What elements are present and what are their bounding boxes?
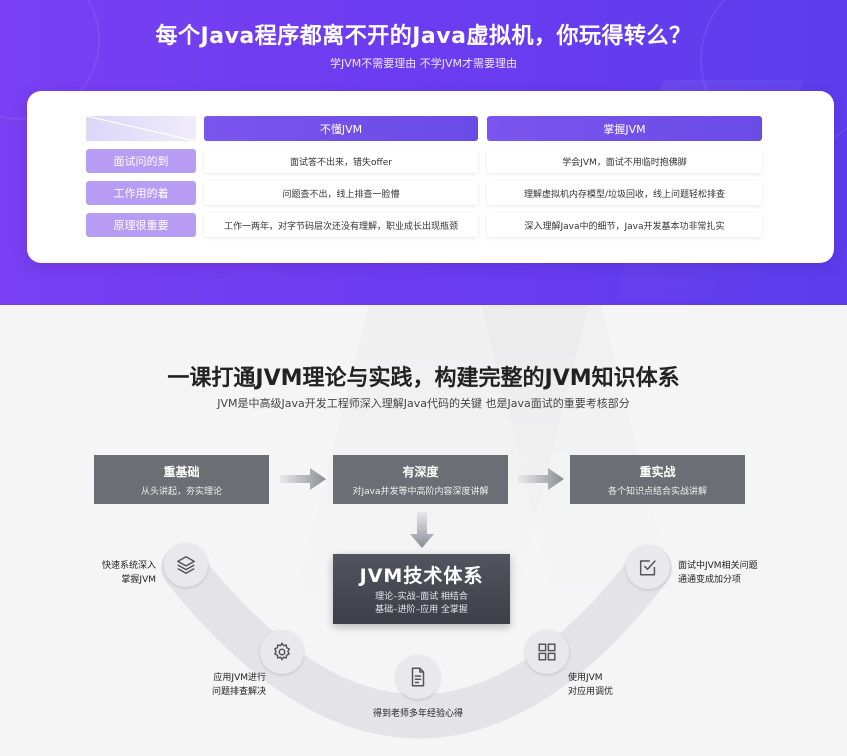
arrow-down-icon	[410, 512, 434, 548]
section-title: 一课打通JVM理论与实践，构建完整的JVM知识体系	[167, 366, 680, 391]
step-title: 重基础	[163, 465, 200, 479]
step-desc: 对Java并发等中高阶内容深度讲解	[352, 487, 489, 497]
core-title: JVM技术体系	[359, 565, 484, 587]
jvm-system-section: 一课打通JVM理论与实践，构建完整的JVM知识体系 JVM是中高级Java开发工…	[0, 305, 847, 756]
benefit-text: 问题排查解决	[211, 687, 266, 697]
benefit-text: 使用JVM	[568, 673, 603, 683]
step-title: 有深度	[402, 465, 439, 479]
hero-title: 每个Java程序都离不开的Java虚拟机，你玩得转么？	[155, 24, 692, 49]
row-label: 原理很重要	[86, 213, 196, 237]
table-cell: 面试答不出来，错失offer	[204, 149, 478, 173]
table-corner-cell	[86, 116, 196, 141]
table-cell: 深入理解Java中的细节，Java开发基本功非常扎实	[487, 213, 762, 237]
arrow-right-icon	[518, 468, 564, 490]
benefit-label: 得到老师多年经验心得	[360, 707, 476, 721]
jvm-core-box: JVM技术体系 理论–实战–面试 相结合 基础–进阶–应用 全掌握	[333, 554, 510, 624]
grid-icon	[525, 630, 569, 674]
core-line: 理论–实战–面试 相结合	[375, 592, 468, 602]
core-line: 基础–进阶–应用 全掌握	[375, 605, 468, 615]
step-box: 重基础 从头讲起，夯实理论	[94, 455, 269, 504]
row-label: 工作用的着	[86, 181, 196, 205]
column-header-without-jvm: 不懂JVM	[204, 116, 478, 141]
benefit-label: 面试中JVM相关问题 通通变成加分项	[678, 559, 778, 587]
column-header-with-jvm: 掌握JVM	[487, 116, 762, 141]
benefit-text: 掌握JVM	[121, 575, 156, 585]
gear-icon	[260, 630, 304, 674]
diagonal-line	[86, 116, 196, 141]
table-cell: 理解虚拟机内存模型/垃圾回收，线上问题轻松排查	[487, 181, 762, 205]
step-desc: 各个知识点结合实战讲解	[607, 487, 707, 497]
benefit-text: 对应用调优	[568, 687, 614, 697]
benefit-text: 面试中JVM相关问题	[678, 561, 758, 571]
step-box: 有深度 对Java并发等中高阶内容深度讲解	[333, 455, 508, 504]
benefit-text: 得到老师多年经验心得	[372, 709, 463, 719]
checklist-icon	[626, 545, 670, 589]
table-cell: 工作一两年，对字节码层次还没有理解，职业成长出现瓶颈	[204, 213, 478, 237]
benefit-text: 快速系统深入	[101, 561, 156, 571]
document-icon	[396, 655, 440, 699]
step-desc: 从头讲起，夯实理论	[140, 487, 222, 497]
section-subtitle: JVM是中高级Java开发工程师深入理解Java代码的关键 也是Java面试的重…	[217, 397, 630, 410]
core-desc: 理论–实战–面试 相结合 基础–进阶–应用 全掌握	[333, 591, 510, 617]
benefit-label: 应用JVM进行 问题排查解决	[196, 671, 266, 699]
layers-icon	[164, 543, 208, 587]
step-title: 重实战	[639, 465, 676, 479]
table-cell: 学会JVM，面试不用临时抱佛脚	[487, 149, 762, 173]
benefit-label: 快速系统深入 掌握JVM	[96, 559, 156, 587]
arc-band	[161, 546, 672, 739]
hero-banner: 每个Java程序都离不开的Java虚拟机，你玩得转么？ 学JVM不需要理由 不学…	[0, 0, 847, 305]
comparison-table: 不懂JVM 掌握JVM 面试问的到 面试答不出来，错失offer 学会JVM，面…	[27, 91, 834, 263]
benefit-text: 应用JVM进行	[213, 673, 266, 683]
arrow-right-icon	[280, 468, 326, 490]
benefit-label: 使用JVM 对应用调优	[568, 671, 638, 699]
benefit-text: 通通变成加分项	[678, 575, 742, 585]
hero-subtitle: 学JVM不需要理由 不学JVM才需要理由	[329, 57, 517, 70]
step-box: 重实战 各个知识点结合实战讲解	[570, 455, 745, 504]
table-cell: 问题查不出，线上排查一脸懵	[204, 181, 478, 205]
row-label: 面试问的到	[86, 149, 196, 173]
